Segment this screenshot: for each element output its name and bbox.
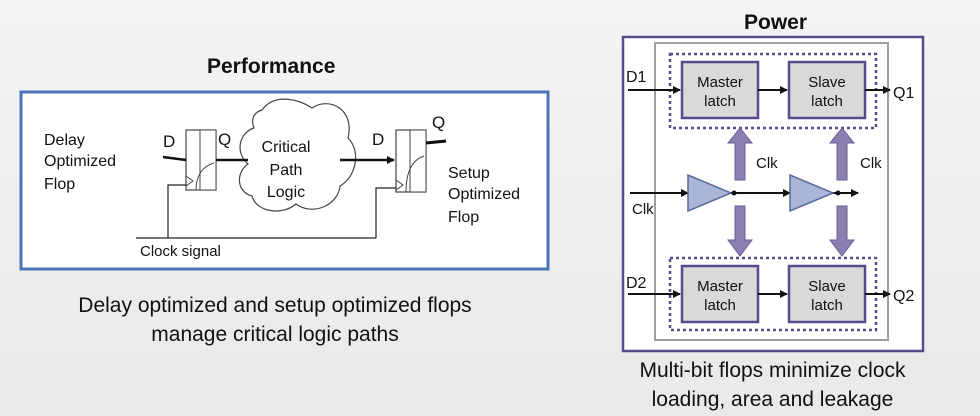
- top-slave-latch-line2: latch: [811, 93, 843, 110]
- q1-label: Q1: [893, 85, 914, 102]
- clk-arrow-down-left: [727, 205, 753, 257]
- d2-label: D2: [626, 275, 647, 292]
- critical-path-label: Critical Path Logic: [262, 139, 311, 201]
- left-flop-q-label: Q: [218, 130, 231, 149]
- top-slave-latch: [787, 60, 867, 120]
- setup-flop-label-line3: Flop: [448, 209, 479, 226]
- clk-arrow-up-right: [828, 127, 856, 181]
- top-master-latch: [680, 60, 760, 120]
- delay-flop-label-line3: Flop: [44, 176, 75, 193]
- bottom-master-latch-line2: latch: [704, 297, 736, 314]
- left-flop-clock-triangle: [185, 175, 194, 187]
- delay-flop-label-line1: Delay: [44, 132, 85, 149]
- right-flop-d-label: D: [372, 130, 384, 149]
- left-flop-d-wire: [162, 155, 187, 162]
- q2-label: Q2: [893, 288, 914, 305]
- setup-flop-label-line2: Optimized: [448, 186, 520, 203]
- right-flop-q-wire: [425, 139, 447, 145]
- bottom-master-latch-line1: Master: [697, 278, 743, 295]
- clk-arrow-up-left: [726, 127, 754, 181]
- critical-path-cloud: [238, 98, 357, 212]
- clock-signal-label: Clock signal: [140, 243, 221, 260]
- critical-path-label-line1: Critical: [262, 139, 311, 156]
- top-master-latch-line2: latch: [704, 93, 736, 110]
- left-flop-inner: [199, 129, 217, 191]
- top-master-latch-line1: Master: [697, 74, 743, 91]
- right-flop-q-label: Q: [432, 113, 445, 132]
- bottom-master-latch: [680, 264, 760, 324]
- power-title: Power: [744, 11, 808, 34]
- clk-arrow-down-right: [829, 205, 855, 257]
- critical-path-label-line2: Path: [270, 162, 303, 179]
- clock-signal-wires: [136, 184, 396, 239]
- power-caption-line2: loading, area and leakage: [651, 388, 894, 411]
- clk-buffer-2: [789, 173, 835, 213]
- right-flop-inner: [409, 129, 427, 193]
- bottom-slave-latch-line2: latch: [811, 297, 843, 314]
- top-slave-latch-line1: Slave: [808, 74, 846, 91]
- bottom-slave-latch: [787, 264, 867, 324]
- delay-optimized-flop: [185, 129, 217, 191]
- delay-flop-label: Delay Optimized Flop: [44, 132, 116, 193]
- clk-top-left-label: Clk: [756, 155, 778, 172]
- left-flop-curve: [195, 162, 215, 191]
- setup-optimized-flop: [395, 129, 427, 193]
- clock-to-left-flop: [167, 184, 186, 238]
- left-flop-d-label: D: [163, 132, 175, 151]
- clk-top-right-label: Clk: [860, 155, 882, 172]
- d1-label: D1: [626, 69, 647, 86]
- clk-junction-2: [835, 190, 841, 196]
- clk-junction-1: [731, 190, 737, 196]
- setup-flop-label: Setup Optimized Flop: [448, 165, 520, 226]
- setup-flop-label-line1: Setup: [448, 165, 490, 182]
- right-flop-clock-triangle: [395, 179, 404, 191]
- bottom-slave-latch-line1: Slave: [808, 278, 846, 295]
- clk-buffer-1: [687, 173, 733, 213]
- power-inner-frame: [654, 42, 889, 341]
- performance-caption-line1: Delay optimized and setup optimized flop…: [78, 294, 472, 317]
- power-caption-line1: Multi-bit flops minimize clock: [639, 359, 906, 382]
- performance-title: Performance: [207, 55, 336, 78]
- power-caption: Multi-bit flops minimize clock loading, …: [600, 356, 945, 414]
- right-flop-curve: [405, 155, 425, 193]
- delay-flop-label-line2: Optimized: [44, 153, 116, 170]
- clock-to-right-flop: [375, 187, 396, 238]
- clk-input-label: Clk: [632, 201, 654, 218]
- performance-caption-line2: manage critical logic paths: [151, 323, 399, 346]
- performance-caption: Delay optimized and setup optimized flop…: [20, 291, 530, 349]
- critical-path-label-line3: Logic: [267, 184, 305, 201]
